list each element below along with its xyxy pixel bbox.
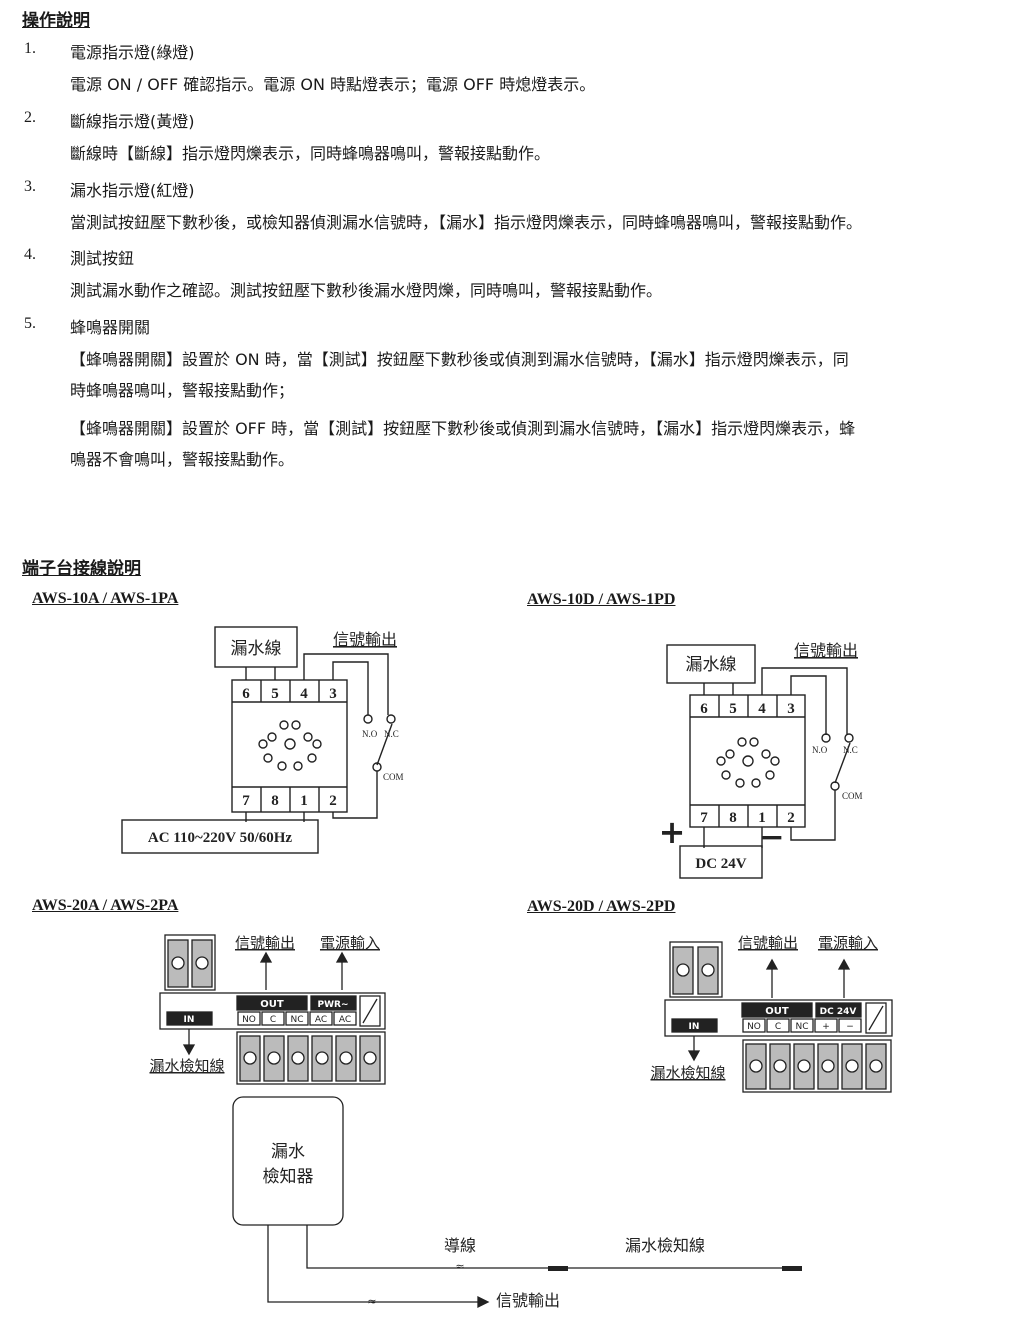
no-label: N.O [812, 745, 828, 755]
pin-label: 3 [329, 686, 337, 702]
pin-label: 5 [271, 686, 279, 702]
item-description: 【蜂鳴器開關】設置於 OFF 時，當【測試】按鈕壓下數秒後或偵測到漏水信號時，【… [70, 419, 856, 438]
detect-line-label: 漏水檢知線 [149, 1057, 224, 1075]
com-label: COM [383, 772, 404, 782]
pin-label: 8 [729, 810, 737, 826]
diagram-aws-10d: 漏水線 信號輸出 6 5 4 3 7 8 1 2 N.O N.C COM + −… [659, 641, 863, 879]
power-label: DC 24V [695, 856, 746, 872]
out-label: OUT [260, 999, 284, 1010]
in-label: IN [184, 1015, 195, 1025]
leak-line-box [214, 626, 298, 668]
detector-label: 檢知器 [263, 1167, 314, 1187]
item-title: 漏水指示燈(紅燈) [70, 181, 195, 200]
com-label: COM [842, 791, 863, 801]
pin-label: 2 [787, 810, 795, 826]
signal-out-label-2: 信號輸出 [496, 1291, 560, 1310]
signal-out-label: 信號輸出 [794, 641, 858, 660]
power-label: AC 110~220V 50/60Hz [148, 830, 293, 846]
item-description: 斷線時【斷線】指示燈閃爍表示，同時蜂鳴器鳴叫，警報接點動作。 [70, 144, 551, 163]
pin-label: 8 [271, 793, 279, 809]
pin-label: 7 [700, 810, 708, 826]
item-number: 1. [24, 40, 36, 57]
diagram-aws-10a: 漏水線 信號輸出 6 5 4 3 7 8 1 2 N.O N.C COM AC … [121, 626, 404, 854]
item-number: 2. [24, 109, 36, 126]
wiring-heading: 端子台接線說明 [22, 559, 141, 579]
item-title: 電源指示燈(綠燈) [70, 43, 195, 62]
detect-line-label: 漏水檢知線 [650, 1064, 725, 1082]
wire-label: 導線 [444, 1236, 476, 1255]
pin-label: 4 [758, 701, 766, 717]
diagram-aws-20a: 信號輸出 電源輸入 OUT PWR∼ IN NO C NC AC AC 漏水檢知… [149, 934, 802, 1310]
item-title: 測試按鈕 [70, 249, 135, 268]
pwr-label: PWR∼ [318, 1000, 349, 1010]
leak-detect-line-label: 漏水檢知線 [625, 1236, 705, 1255]
pin-label: 1 [300, 793, 308, 809]
plus-sign: + [659, 813, 686, 851]
signal-out-label: 信號輸出 [235, 934, 295, 952]
terminal-label: AC [339, 1015, 351, 1025]
detector-label: 漏水 [271, 1142, 305, 1162]
pin-label: 5 [729, 701, 737, 717]
item-number: 5. [24, 315, 36, 332]
pin-label: 3 [787, 701, 795, 717]
item-number: 4. [24, 246, 36, 263]
pin-hole [742, 755, 754, 767]
diagram-aws-20d: 信號輸出 電源輸入 OUT DC 24V IN NO C NC + − 漏水檢知… [650, 934, 893, 1093]
nc-label: N.C [384, 729, 399, 739]
power-in-label: 電源輸入 [320, 934, 380, 952]
item-title: 蜂鳴器開關 [70, 318, 151, 337]
leak-detector-box [232, 1096, 344, 1226]
terminal-label: C [270, 1015, 276, 1025]
terminal-label: − [846, 1022, 854, 1032]
pin-label: 6 [242, 686, 250, 702]
item-description: 【蜂鳴器開關】設置於 ON 時，當【測試】按鈕壓下數秒後或偵測到漏水信號時，【漏… [70, 350, 849, 369]
terminal-label: NO [747, 1022, 761, 1032]
pin-hole [284, 738, 296, 750]
power-in-label: 電源輸入 [818, 934, 878, 952]
power-box [121, 819, 319, 854]
terminal-label: AC [315, 1015, 327, 1025]
item-title: 斷線指示燈(黃燈) [70, 112, 195, 131]
item-description: 測試漏水動作之確認。測試按鈕壓下數秒後漏水燈閃爍，同時鳴叫，警報接點動作。 [70, 281, 663, 300]
leak-line-box [666, 644, 756, 684]
leak-line-label: 漏水線 [686, 655, 737, 675]
out-label: OUT [765, 1006, 789, 1017]
terminal-label: NC [290, 1015, 303, 1025]
pin-label: 6 [700, 701, 708, 717]
signal-out-label: 信號輸出 [333, 630, 397, 649]
terminal-label: C [775, 1022, 781, 1032]
pin-label: 1 [758, 810, 766, 826]
pin-label: 7 [242, 793, 250, 809]
model-label: AWS-20A / AWS-2PA [32, 897, 179, 914]
ops-heading: 操作說明 [22, 11, 90, 31]
minus-sign: − [759, 820, 784, 855]
pin-label: 2 [329, 793, 337, 809]
power-box [679, 845, 763, 879]
terminal-label: + [822, 1022, 830, 1032]
item-description: 電源 ON / OFF 確認指示。電源 ON 時點燈表示；電源 OFF 時熄燈表… [70, 75, 596, 94]
leak-line-label: 漏水線 [231, 639, 282, 659]
pin-label: 4 [300, 686, 308, 702]
model-label: AWS-10D / AWS-1PD [527, 591, 676, 608]
item-number: 3. [24, 178, 36, 195]
model-label: AWS-20D / AWS-2PD [527, 898, 676, 915]
terminal-label: NC [795, 1022, 808, 1032]
model-label: AWS-10A / AWS-1PA [32, 590, 179, 607]
in-label: IN [689, 1022, 700, 1032]
svg-text:≈: ≈ [455, 1260, 464, 1273]
item-description: 當測試按鈕壓下數秒後，或檢知器偵測漏水信號時，【漏水】指示燈閃爍表示，同時蜂鳴器… [70, 213, 863, 232]
signal-out-label: 信號輸出 [738, 934, 798, 952]
pwr-label: DC 24V [820, 1007, 857, 1017]
no-label: N.O [362, 729, 378, 739]
item-description: 鳴器不會鳴叫，警報接點動作。 [70, 450, 295, 469]
svg-text:≈: ≈ [367, 1295, 376, 1308]
nc-label: N.C [843, 745, 858, 755]
terminal-label: NO [242, 1015, 256, 1025]
item-description: 時蜂鳴器鳴叫，警報接點動作； [70, 381, 295, 400]
